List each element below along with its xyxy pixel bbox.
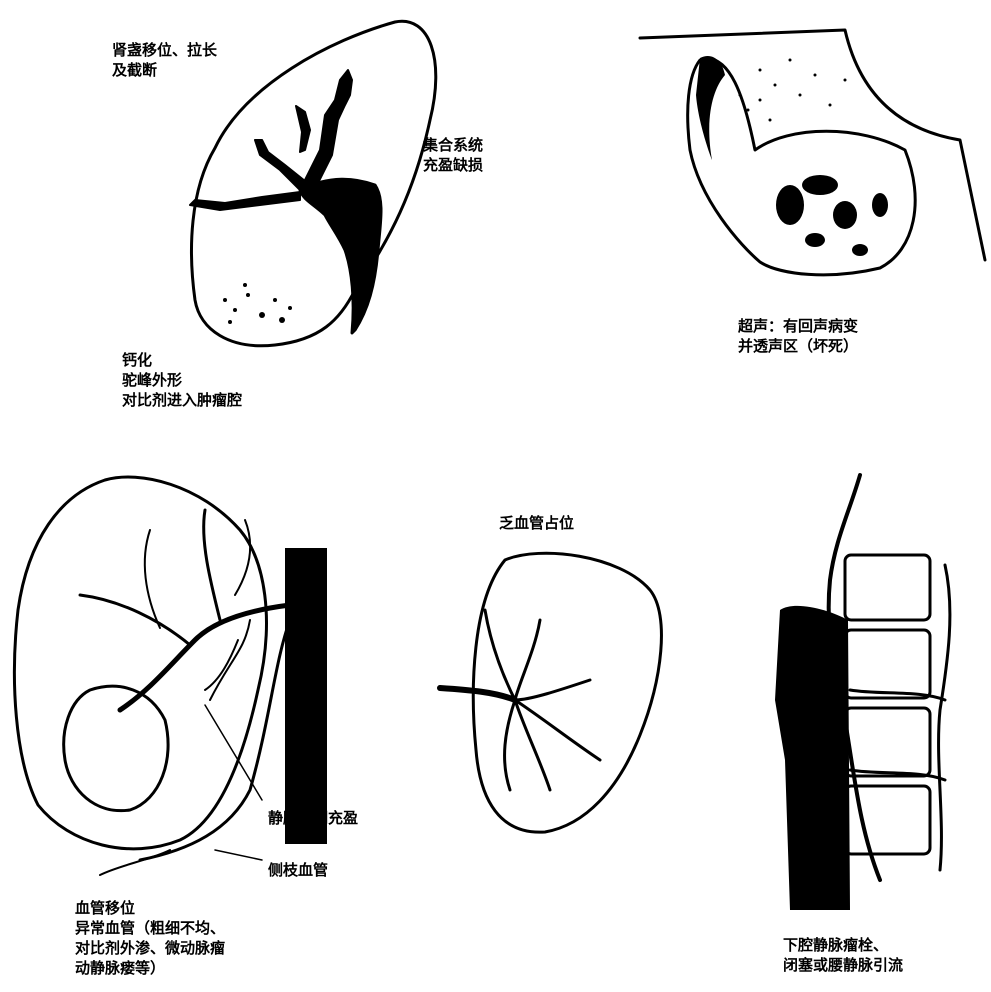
label-ultrasound: 超声：有回声病变 并透声区（坏死） xyxy=(738,316,858,356)
abnormal-vessels xyxy=(205,620,250,700)
pointer-collateral xyxy=(215,850,262,860)
ivc-drawing xyxy=(775,475,950,910)
artery-branch-3 xyxy=(145,530,160,628)
avascular-artery xyxy=(440,688,515,700)
calyx-branch-3 xyxy=(190,192,300,210)
ultrasound-drawing xyxy=(640,30,985,275)
collateral-vessels xyxy=(100,850,170,875)
label-ivc-thrombus: 下腔静脉瘤栓、 闭塞或腰静脉引流 xyxy=(783,935,903,975)
ultrasound-lesion xyxy=(688,59,916,275)
lumbar-vein-far xyxy=(939,565,950,870)
artery-branch-2 xyxy=(80,595,190,645)
ivc-column xyxy=(775,606,850,910)
echo-speckles xyxy=(739,59,847,122)
avascular-branches xyxy=(485,610,600,790)
calcifications xyxy=(223,283,292,324)
label-calcification: 钙化 驼峰外形 对比剂进入肿瘤腔 xyxy=(122,350,242,410)
vertebrae xyxy=(845,555,930,854)
label-filling-defect: 集合系统 充盈缺损 xyxy=(423,135,483,175)
pointer-early-vein xyxy=(205,705,262,800)
sonolucent-areas xyxy=(776,175,888,256)
aorta xyxy=(285,548,327,844)
ultrasound-field-border xyxy=(640,30,985,260)
tumor-mass xyxy=(64,686,168,810)
kidney-outline-3 xyxy=(14,477,266,849)
label-early-venous-filling: 静脉早期充盈 xyxy=(268,808,358,828)
label-avascular-mass: 乏血管占位 xyxy=(499,513,574,533)
label-calyx-displacement: 肾盏移位、拉长 及截断 xyxy=(112,40,217,80)
label-collateral-vessels: 侧枝血管 xyxy=(268,860,328,880)
artery-branch-1 xyxy=(204,510,220,620)
kidney-pelvis-drawing xyxy=(190,21,436,345)
pelvis-black xyxy=(300,179,381,333)
calyx-branch-4 xyxy=(296,106,310,152)
lesion-rim xyxy=(696,56,725,160)
label-vessel-displacement: 血管移位 异常血管（粗细不均、 对比剂外渗、微动脉瘤 动静脉瘘等） xyxy=(75,898,225,978)
avascular-drawing xyxy=(440,553,661,832)
